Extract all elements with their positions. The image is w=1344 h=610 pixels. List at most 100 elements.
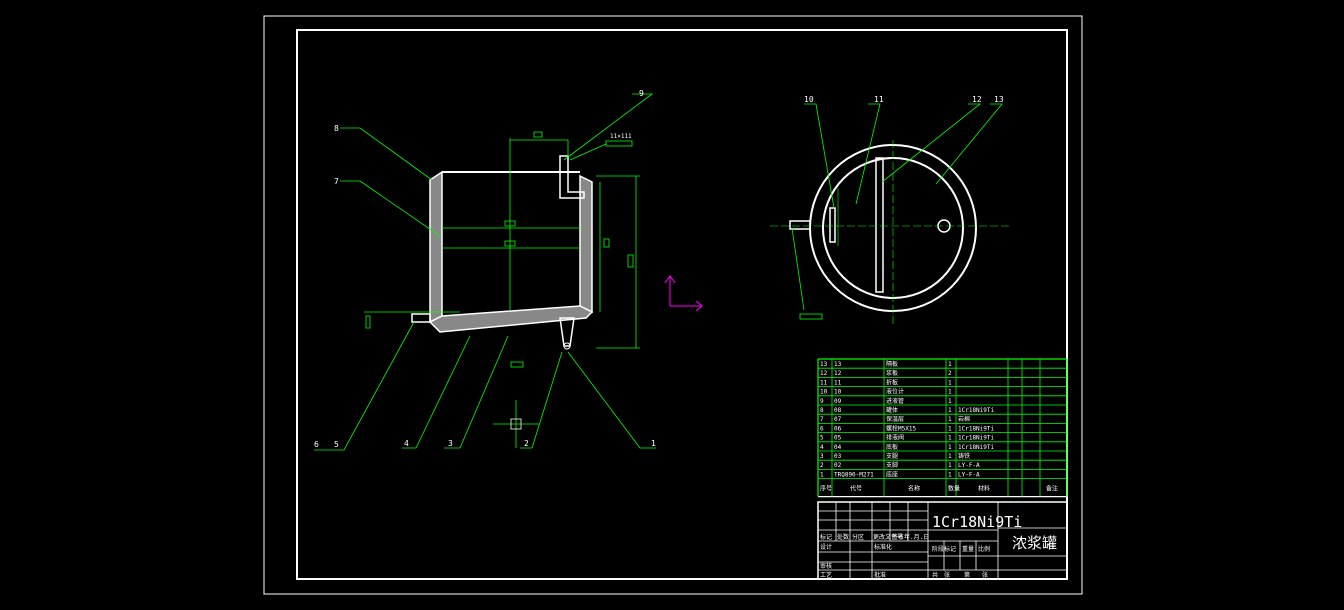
tb-review: 审核 [820, 562, 832, 570]
balloon-7: 7 [334, 177, 339, 186]
bom-row-name: 底板 [886, 443, 898, 451]
tb-weight: 重量 [962, 545, 974, 553]
bom-row-name: 隔板 [886, 360, 898, 368]
bom-row-code: 09 [834, 398, 842, 405]
bom-row-qty: 1 [948, 444, 952, 451]
tank-section-view [364, 131, 640, 448]
tank-top-view [770, 140, 1010, 324]
outer-border [263, 15, 1083, 595]
balloon-1: 1 [651, 439, 656, 448]
bom-row-qty: 1 [948, 453, 952, 460]
dim-note-1: 11×111 [610, 133, 632, 140]
tb-date: 年.月.日 [904, 533, 929, 541]
bom-row-no: 5 [820, 435, 824, 442]
bom-header-material: 材料 [978, 485, 990, 493]
bom-row-qty: 1 [948, 416, 952, 423]
tb-change-doc: 更改文件号 [873, 533, 903, 541]
bom-row-no: 10 [820, 389, 828, 396]
bom-row-no: 8 [820, 407, 824, 414]
tb-sign: 签名 [892, 533, 904, 541]
bom-row-qty: 1 [948, 379, 952, 386]
bom-row-material: LY-F-A [958, 471, 980, 478]
balloon-3: 3 [448, 439, 453, 448]
tb-count: 处数 [837, 533, 849, 541]
tb-process: 工艺 [820, 571, 832, 579]
bom-row-name: 浆板 [886, 369, 898, 377]
bom-row-name: 罐体 [886, 406, 898, 414]
tb-mark: 标记 [820, 533, 832, 541]
bom-row-material: 岩棉 [958, 415, 970, 423]
bom-row-name: 支脚 [886, 461, 898, 469]
bom-row-no: 4 [820, 444, 824, 451]
tb-sheet-no: 第 [964, 571, 970, 579]
tb-standard: 标准化 [874, 543, 892, 551]
drawing-title: 浓浆罐 [1012, 534, 1057, 552]
tb-sheet-total: 共 [932, 571, 938, 579]
bom-row-name: 支腿 [886, 452, 898, 460]
bom-row-no: 13 [820, 361, 828, 368]
bom-row-name: 液位计 [886, 388, 904, 396]
bom-row-material: 铸铁 [958, 452, 970, 460]
bom-row-qty: 2 [948, 370, 952, 377]
bom-header-name: 名称 [908, 485, 920, 493]
balloon-9: 9 [639, 89, 644, 98]
bom-row-code: 11 [834, 379, 842, 386]
bom-row-qty: 1 [948, 398, 952, 405]
leader-lines-top [791, 103, 1003, 311]
bom-row-material: 1Cr18Ni9Ti [958, 444, 995, 451]
bom-row-code: 05 [834, 435, 842, 442]
bom-row-qty: 1 [948, 389, 952, 396]
material-label: 1Cr18Ni9Ti [932, 513, 1022, 531]
bom-row-qty: 1 [948, 425, 952, 432]
balloon-12: 12 [972, 95, 982, 104]
bom-row-no: 9 [820, 398, 824, 405]
balloon-6: 6 [314, 440, 319, 449]
bom-row-no: 1 [820, 471, 824, 478]
balloon-labels: 1 2 3 4 5 6 7 8 9 10 11 12 13 11×111 [314, 89, 1004, 449]
bom-row-code: TRQ890-M271 [834, 471, 874, 478]
bom-row-material: 1Cr18Ni9Ti [958, 407, 995, 414]
balloon-11: 11 [874, 95, 884, 104]
bom-row-name: 进液管 [886, 397, 904, 405]
bom-row-code: 02 [834, 462, 842, 469]
tb-approve: 批准 [874, 571, 886, 579]
bom-header-note: 备注 [1046, 485, 1058, 493]
balloon-10: 10 [804, 95, 814, 104]
bom-row-no: 7 [820, 416, 824, 423]
title-block: 1Cr18Ni9Ti 浓浆罐 标记 处数 分区 更改文件号 签名 年.月.日 设… [817, 501, 1068, 580]
bom-row-code: 12 [834, 370, 842, 377]
tb-sheet-unit1: 张 [944, 571, 950, 579]
bom-row-code: 13 [834, 361, 842, 368]
bom-row-no: 11 [820, 379, 828, 386]
bom-row-no: 2 [820, 462, 824, 469]
bom-row-qty: 1 [948, 361, 952, 368]
bom-row-qty: 1 [948, 435, 952, 442]
balloon-2: 2 [524, 439, 529, 448]
bom-row-code: 04 [834, 444, 842, 451]
tb-scale: 比例 [978, 545, 990, 553]
bom-row-qty: 1 [948, 462, 952, 469]
bom-row-material: 1Cr18Ni9Ti [958, 435, 995, 442]
bom-header-code: 代号 [850, 485, 862, 493]
bom-row-no: 3 [820, 453, 824, 460]
bom-header-qty: 数量 [948, 485, 960, 493]
bom-row-no: 6 [820, 425, 824, 432]
bom-row-name: 螺栓M5X15 [886, 424, 916, 432]
bom-row-no: 12 [820, 370, 828, 377]
bom-row-code: 03 [834, 453, 842, 460]
bom-row-code: 10 [834, 389, 842, 396]
bom-row-material: 1Cr18Ni9Ti [958, 425, 995, 432]
tb-stage: 阶段标记 [932, 545, 956, 553]
bom-row-name: 折板 [886, 378, 898, 386]
bom-row-name: 底座 [886, 470, 898, 478]
bom-row-code: 07 [834, 416, 842, 423]
balloon-13: 13 [994, 95, 1004, 104]
bom-row-qty: 1 [948, 407, 952, 414]
balloon-5: 5 [334, 440, 339, 449]
balloon-8: 8 [334, 124, 339, 133]
bom-row-name: 排液阀 [886, 434, 904, 442]
bom-row-code: 06 [834, 425, 842, 432]
inner-frame [296, 29, 1068, 580]
tb-design: 设计 [820, 543, 832, 551]
